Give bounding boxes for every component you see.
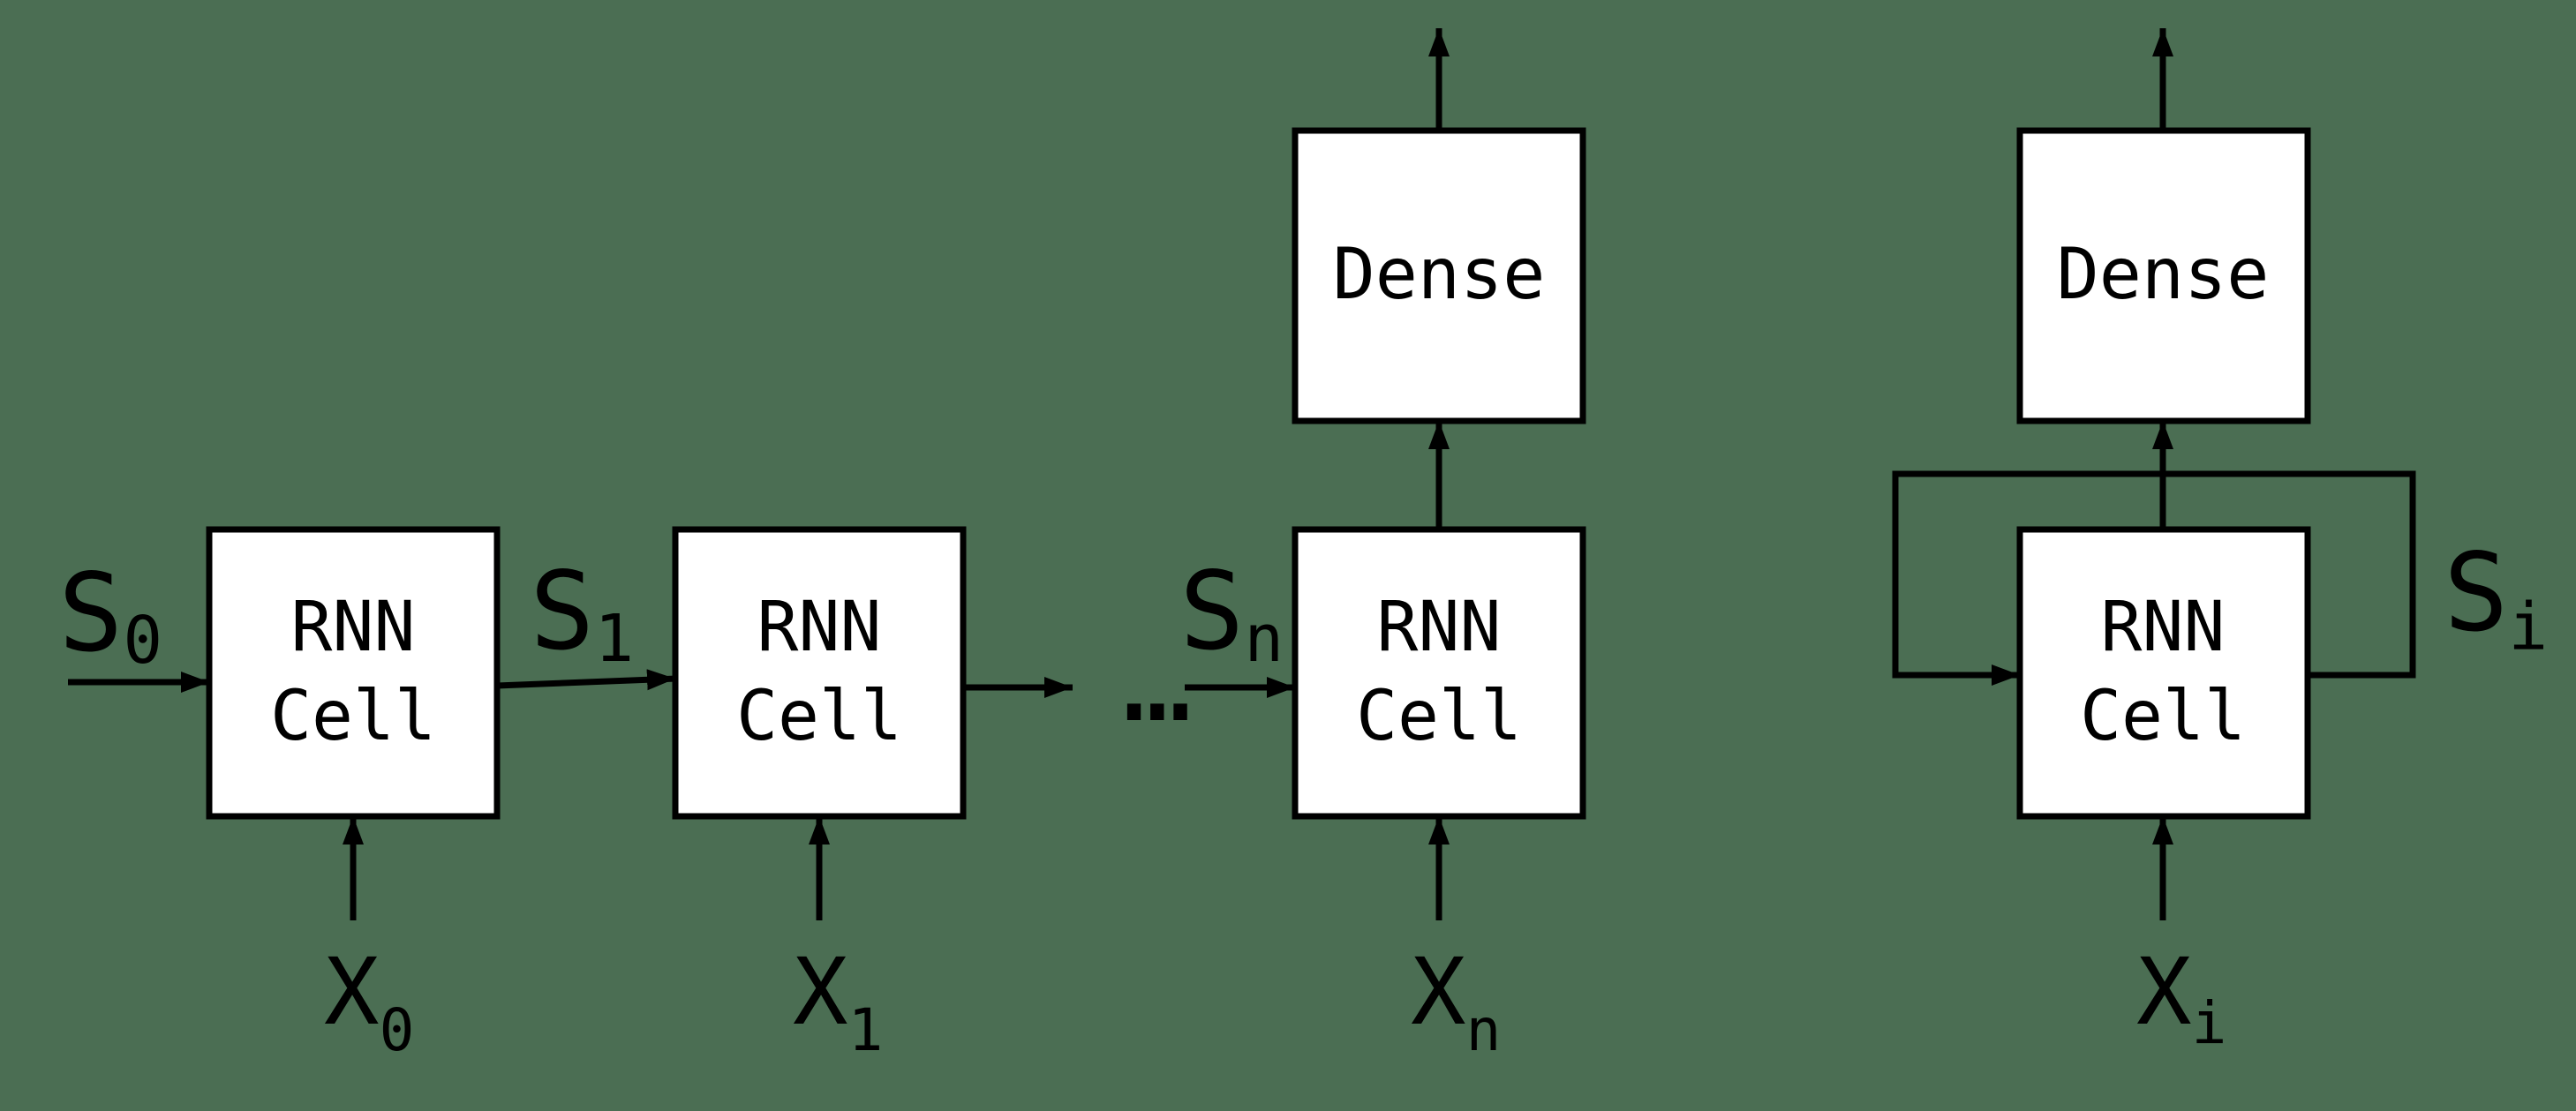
dense-recurrent-box bbox=[2016, 127, 2311, 424]
rnn-cell-n-label: RNN Cell bbox=[1356, 588, 1522, 756]
s1-state-arrow bbox=[496, 669, 676, 691]
s1-label-base: S bbox=[530, 549, 594, 674]
x0-label-base: X bbox=[324, 938, 380, 1046]
rnn-cell-recurrent-box bbox=[2016, 526, 2311, 820]
xi-label-sub: i bbox=[2192, 989, 2227, 1057]
s0-label-base: S bbox=[58, 551, 123, 676]
rnn-cell-0-label-line2: Cell bbox=[270, 677, 436, 756]
rnn-cell-1-label: RNN Cell bbox=[736, 588, 902, 756]
dense-n-label: Dense bbox=[1333, 233, 1546, 315]
xn-label: Xn bbox=[1411, 938, 1501, 1064]
rnn-cell-1-label-line1: RNN bbox=[757, 588, 882, 667]
x1-label: X1 bbox=[793, 938, 883, 1064]
rnn-cell-1-box bbox=[672, 526, 967, 820]
xn-label-base: X bbox=[1411, 938, 1466, 1046]
rnn-cell-n-box bbox=[1292, 526, 1586, 820]
si-label-base: S bbox=[2444, 530, 2508, 656]
x0-label-sub: 0 bbox=[380, 996, 415, 1064]
recurrent-state-loop-arrow bbox=[1892, 470, 2416, 686]
s0-label-sub: 0 bbox=[123, 603, 162, 679]
ellipsis-dots: ... bbox=[1101, 619, 1188, 747]
x0-label: X0 bbox=[324, 938, 414, 1064]
dense-recurrent-label: Dense bbox=[2057, 233, 2270, 315]
x1-label-sub: 1 bbox=[848, 996, 884, 1064]
xi-label-base: X bbox=[2136, 938, 2192, 1046]
s0-label: S0 bbox=[58, 551, 162, 679]
sn-label-sub: n bbox=[1244, 601, 1284, 677]
sn-label-base: S bbox=[1179, 549, 1244, 674]
si-label: Si bbox=[2444, 530, 2548, 665]
rnn-cell-recurrent-label-line1: RNN bbox=[2101, 588, 2226, 667]
rnn-cell-0-box bbox=[206, 526, 501, 820]
rnn-cell-recurrent-label: RNN Cell bbox=[2080, 588, 2246, 756]
rnn-cell-0-label-line1: RNN bbox=[291, 588, 416, 667]
rnn-cell-recurrent-label-line2: Cell bbox=[2080, 677, 2246, 756]
xn-label-sub: n bbox=[1466, 996, 1502, 1064]
rnn-cell-n-label-line1: RNN bbox=[1377, 588, 1502, 667]
x1-label-base: X bbox=[793, 938, 848, 1046]
sn-label: Sn bbox=[1179, 549, 1284, 677]
s1-label: S1 bbox=[530, 549, 634, 677]
rnn-cell-0-label: RNN Cell bbox=[270, 588, 436, 756]
si-label-sub: i bbox=[2508, 589, 2548, 665]
rnn-cell-1-label-line2: Cell bbox=[736, 677, 902, 756]
xi-label: Xi bbox=[2136, 938, 2226, 1057]
rnn-cell-n-label-line2: Cell bbox=[1356, 677, 1522, 756]
s1-label-sub: 1 bbox=[594, 601, 634, 677]
